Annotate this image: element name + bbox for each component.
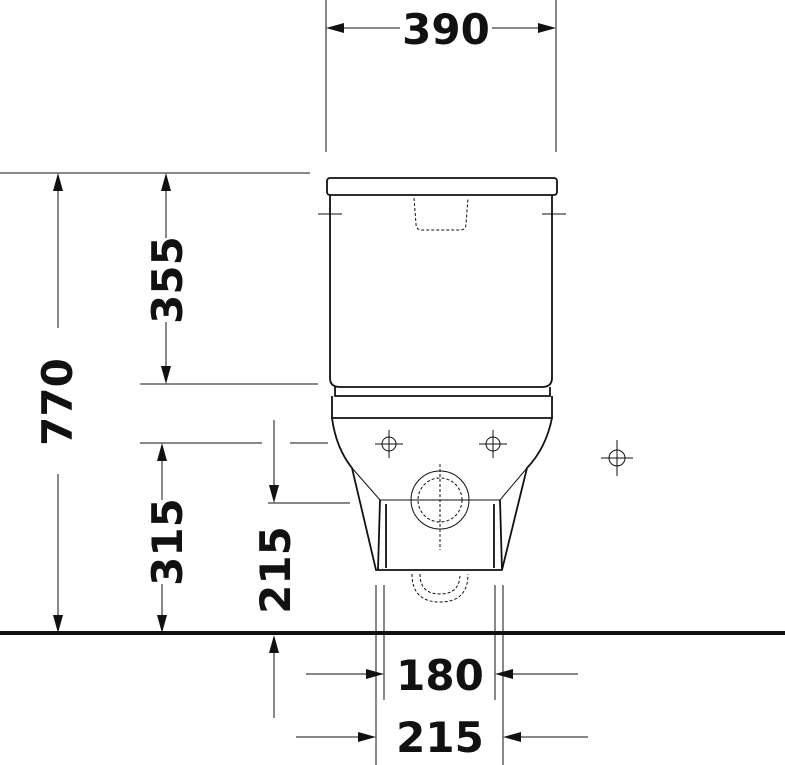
dimension-label-pipe-height: 215 <box>251 526 300 614</box>
dimension-top-width: 390 <box>326 5 556 54</box>
cistern-lid <box>326 177 558 196</box>
flush-button <box>413 197 469 231</box>
bowl-body <box>331 417 553 571</box>
dimension-cistern-height: 355 <box>143 173 192 384</box>
dimension-label-total-height: 770 <box>33 358 82 446</box>
dimension-label-outlet-height: 315 <box>143 498 192 586</box>
dimension-label-foot-inner-width: 180 <box>396 651 484 700</box>
dimension-label-foot-outer-width: 215 <box>396 713 484 762</box>
dimension-label-cistern-height: 355 <box>143 236 192 324</box>
extension-lines <box>0 0 557 765</box>
toilet-outline <box>318 177 633 603</box>
bowl-connector <box>334 387 551 397</box>
dimension-pipe-height: 215 <box>251 420 300 718</box>
bowl-base <box>377 499 503 571</box>
cistern-body <box>329 195 553 388</box>
dimension-total-height: 770 <box>33 173 82 633</box>
dimension-outlet-height: 315 <box>143 443 192 633</box>
dimension-foot-outer-width: 215 <box>296 713 588 762</box>
dimension-foot-inner-width: 180 <box>306 651 578 700</box>
dimension-label-top-width: 390 <box>402 5 490 54</box>
bowl-rim <box>331 396 553 419</box>
outlet-pipe <box>411 573 469 603</box>
